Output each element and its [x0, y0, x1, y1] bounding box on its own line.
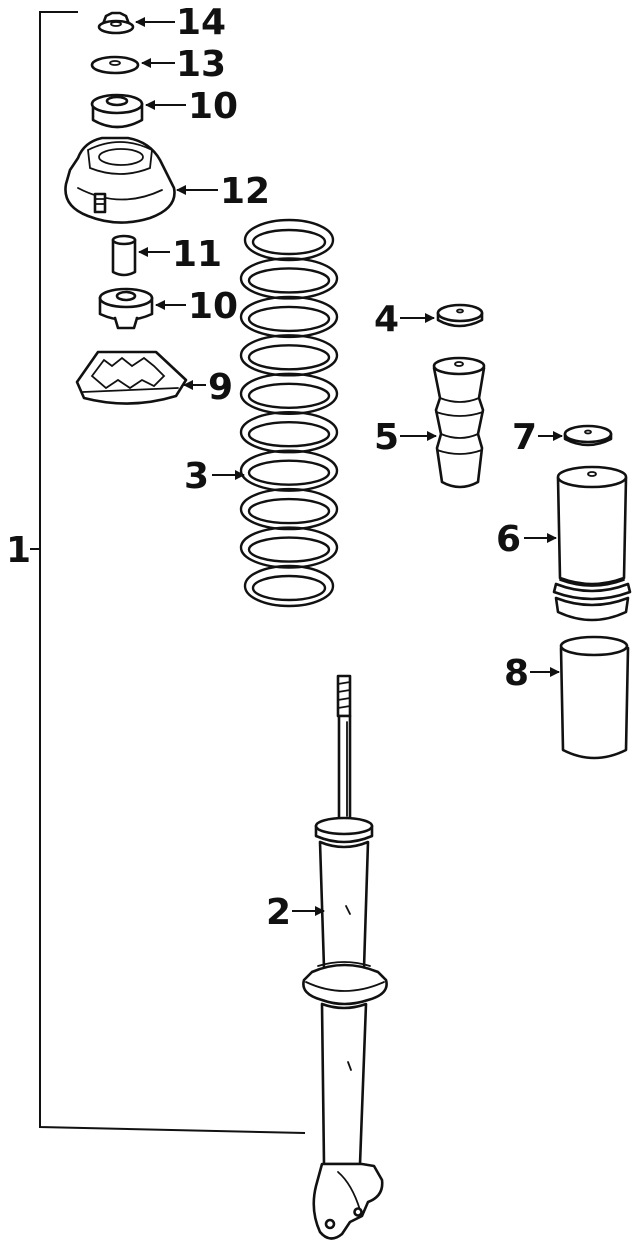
callout-7: 7: [512, 417, 537, 458]
spring-coil-inner: [247, 497, 331, 525]
leader-lines: [135, 17, 563, 916]
spring-coil-turn: [239, 411, 339, 454]
callout-10-upper: 10: [188, 86, 238, 127]
part-3-coil-spring: [239, 218, 339, 608]
callout-3: 3: [184, 456, 209, 497]
callout-labels: 14 13 10 12 11 10 9 3 4 5 7 6 8 2 1: [6, 2, 537, 933]
part-9-spring-seat: [75, 350, 188, 405]
callout-13: 13: [176, 44, 226, 85]
part-8-cover: [559, 635, 630, 760]
spring-coil-turn: [239, 487, 339, 531]
callout-10-lower: 10: [188, 286, 238, 327]
part-10-lower-mount: [98, 287, 154, 330]
spring-coil-turn: [243, 564, 335, 608]
spring-coil-inner: [247, 421, 331, 448]
part-13-washer: [90, 55, 140, 75]
spring-coil-turn: [239, 257, 339, 300]
callout-4: 4: [374, 299, 399, 340]
spring-coil-turn: [239, 526, 339, 569]
spring-coil-turn: [243, 218, 335, 262]
callout-11: 11: [172, 234, 222, 275]
callout-9: 9: [208, 367, 233, 408]
part-2-strut: [302, 674, 388, 1240]
assembly-bracket: [30, 11, 306, 1134]
callout-8: 8: [504, 653, 529, 694]
part-5-bump-stop: [432, 356, 486, 489]
spring-coil-turn: [239, 334, 339, 377]
part-11-sleeve: [111, 234, 137, 277]
part-12-strut-mount: [64, 136, 176, 224]
spring-coil-inner: [247, 536, 331, 563]
callout-14: 14: [176, 2, 226, 43]
callout-2: 2: [266, 892, 291, 933]
spring-coil-turn: [239, 295, 339, 339]
spring-coil-inner: [247, 382, 331, 409]
spring-coil-turn: [239, 372, 339, 415]
callout-12: 12: [220, 171, 270, 212]
callout-1: 1: [6, 530, 31, 571]
part-6-dust-boot: [552, 465, 632, 622]
part-10-upper-mount: [90, 93, 144, 129]
spring-coil-inner: [247, 305, 331, 333]
spring-coil-inner: [251, 574, 327, 602]
callout-6: 6: [496, 519, 521, 560]
spring-coil-inner: [247, 344, 331, 371]
callout-5: 5: [374, 417, 399, 458]
part-4-cap: [436, 303, 484, 328]
spring-coil-inner: [247, 267, 331, 294]
part-7-washer: [563, 424, 613, 447]
part-14-nut: [97, 11, 135, 35]
spring-coil-inner: [247, 459, 331, 486]
spring-coil-inner: [251, 228, 327, 256]
